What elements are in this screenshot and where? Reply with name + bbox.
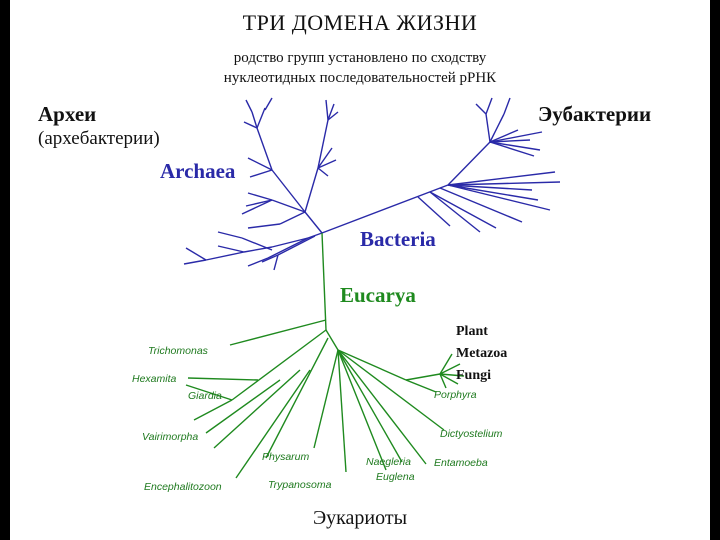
slide-title: ТРИ ДОМЕНА ЖИЗНИ	[242, 10, 478, 35]
species-label-euglena: Euglena	[376, 471, 415, 483]
eukaryota-russian-label: Эукариоты	[312, 507, 408, 529]
bacteria-russian-label: Эубактерии	[538, 102, 652, 126]
species-label-encephalitozoon: Encephalitozoon	[144, 481, 222, 493]
archaea-russian-label: Археи	[38, 102, 97, 126]
bacteria-branches	[321, 97, 561, 234]
phylogenetic-tree: Archaea Bacteria Eucarya Plant Metazoa F…	[132, 97, 561, 493]
species-label-giardia: Giardia	[188, 390, 222, 402]
species-label-trichomonas: Trichomonas	[148, 345, 209, 357]
species-label-physarum: Physarum	[262, 451, 310, 463]
archaea-branches	[183, 97, 339, 271]
group-label-plant: Plant	[456, 324, 488, 339]
eucarya-branches	[185, 232, 465, 479]
subtitle-line-2: нуклеотидных последовательностей рРНК	[223, 70, 497, 86]
group-label-metazoa: Metazoa	[456, 346, 507, 361]
bacteria-label: Bacteria	[360, 227, 436, 251]
species-label-hexamita: Hexamita	[132, 373, 177, 385]
species-label-naegleria: Naegleria	[366, 456, 411, 468]
group-label-fungi: Fungi	[456, 368, 491, 383]
species-label-dictyostelium: Dictyostelium	[440, 428, 503, 440]
slide: ТРИ ДОМЕНА ЖИЗНИ родство групп установле…	[10, 0, 710, 540]
species-label-trypanosoma: Trypanosoma	[268, 479, 332, 491]
species-label-vairimorpha: Vairimorpha	[142, 431, 198, 443]
archaea-label: Archaea	[160, 159, 236, 183]
species-label-porphyra: Porphyra	[434, 389, 477, 401]
eucarya-label: Eucarya	[340, 283, 416, 307]
subtitle-line-1: родство групп установлено по сходству	[233, 50, 487, 66]
species-label-entamoeba: Entamoeba	[434, 457, 488, 469]
archaea-russian-alt-label: (архебактерии)	[38, 128, 160, 149]
